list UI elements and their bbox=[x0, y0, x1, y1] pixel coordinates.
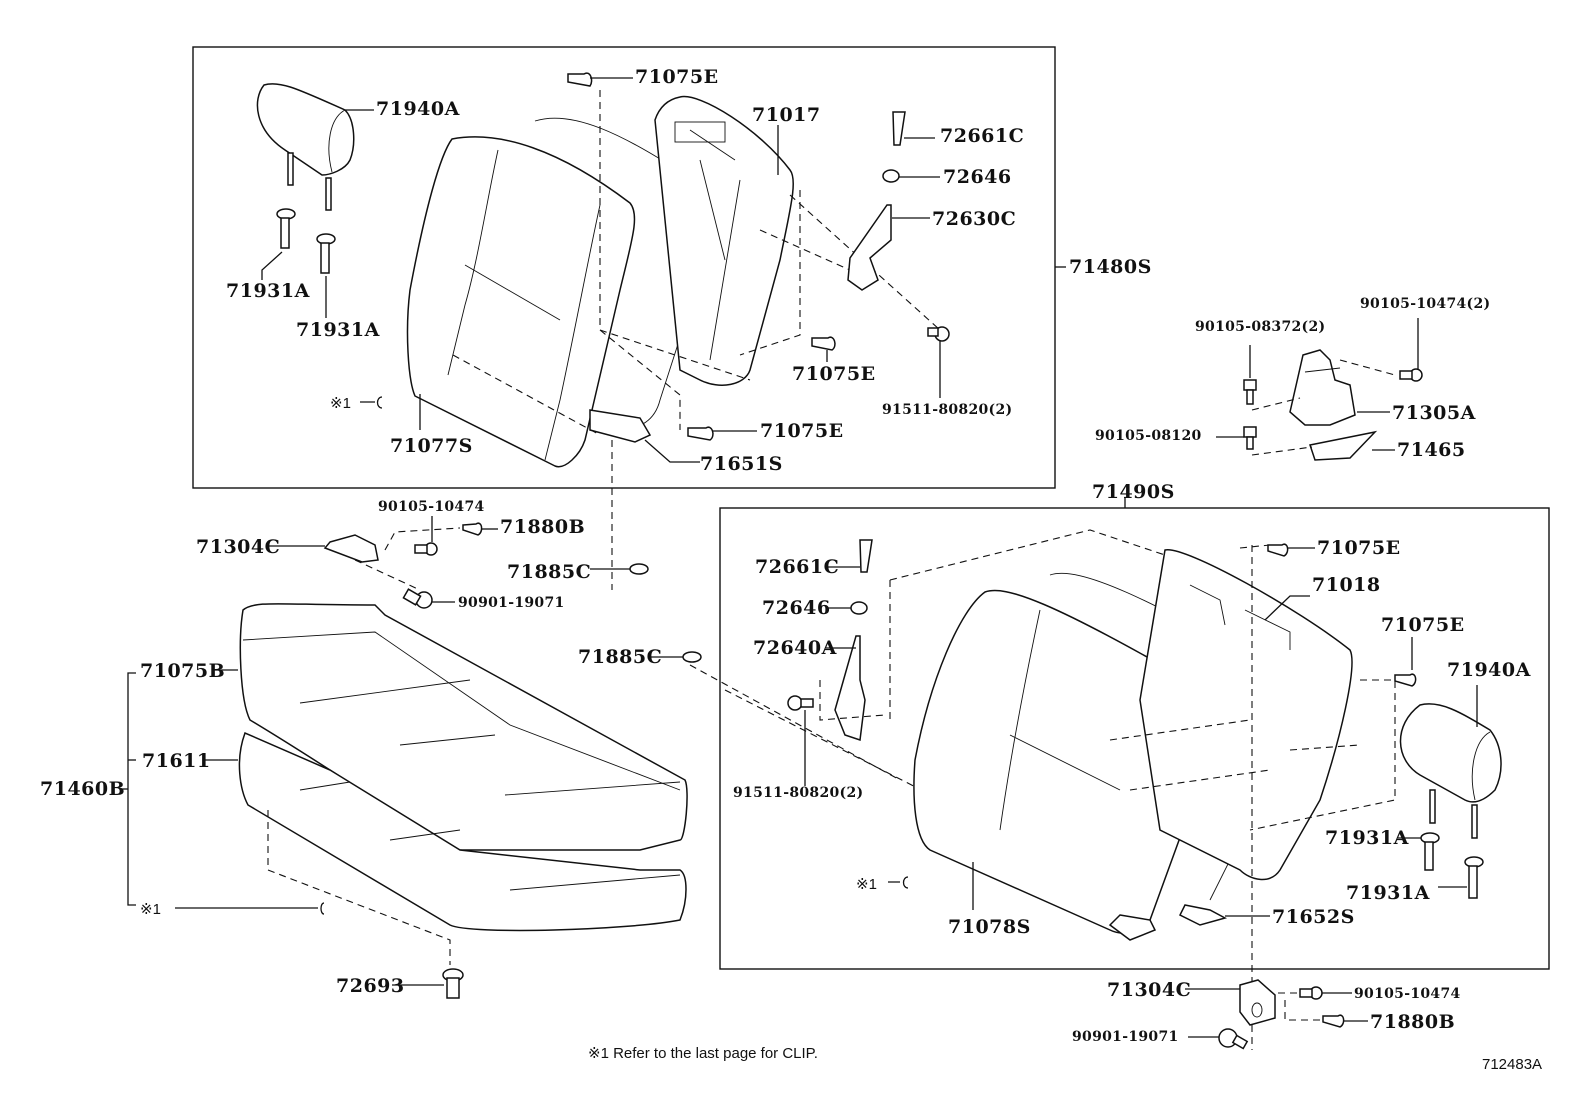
label-cushion-hook-b: 71885C bbox=[578, 646, 663, 668]
label-lower-screw-right: 71075E bbox=[1381, 614, 1465, 636]
hook-71885c-b bbox=[682, 651, 702, 663]
label-lower-support-a: 71931A bbox=[1325, 827, 1409, 849]
label-lower-headrest: 71940A bbox=[1447, 659, 1531, 681]
pad-71652s-left bbox=[1108, 914, 1157, 941]
bolt-90105-08120 bbox=[1243, 426, 1257, 450]
label-upper-support-b: 71931A bbox=[296, 319, 380, 341]
cushion-group-bracket bbox=[127, 672, 136, 906]
lock-72630c-upper bbox=[847, 204, 892, 291]
bolt-91511-lower bbox=[787, 695, 814, 711]
label-cushion-bolt-top: 90105-10474 bbox=[378, 499, 485, 515]
pad-71651s bbox=[589, 409, 652, 443]
bolt-90105-10474-lower bbox=[1299, 986, 1323, 1000]
label-cushion-bracket: 71304C bbox=[196, 536, 281, 558]
label-lower-screw-top: 71075E bbox=[1317, 537, 1401, 559]
label-lower-back-cover: 71078S bbox=[948, 916, 1031, 938]
headrest-support-lower-b bbox=[1464, 856, 1484, 899]
label-hinge-bolt-b: 90105-08372(2) bbox=[1195, 319, 1326, 335]
bolt-90901-19071-lower bbox=[1218, 1028, 1249, 1050]
label-hinge-bolt-a: 90105-10474(2) bbox=[1360, 296, 1491, 312]
label-upper-back-cover: 71077S bbox=[390, 435, 473, 457]
headrest-support-upper-a bbox=[276, 208, 296, 249]
label-upper-bezel: 72646 bbox=[943, 166, 1012, 188]
seatback-upper bbox=[406, 95, 795, 468]
label-hinge-bracket: 71305A bbox=[1392, 402, 1476, 424]
label-upper-headrest: 71940A bbox=[376, 98, 460, 120]
diagram-code: 712483A bbox=[1482, 1056, 1543, 1073]
bolt-91511-upper bbox=[927, 326, 950, 342]
label-upper-clip-note: ※1 bbox=[330, 395, 351, 412]
label-upper-support-a: 71931A bbox=[226, 280, 310, 302]
lower-seatback-frame-box bbox=[719, 507, 1550, 970]
headrest-lower bbox=[1399, 703, 1502, 839]
label-upper-knob: 72661C bbox=[940, 125, 1025, 147]
headrest-upper bbox=[256, 83, 355, 211]
bolt-90901-19071-cushion bbox=[402, 588, 433, 609]
label-bottom-bolt: 90105-10474 bbox=[1354, 986, 1461, 1002]
label-upper-pad: 71651S bbox=[700, 453, 783, 475]
label-cushion-hook-a: 71885C bbox=[507, 561, 592, 583]
screw-71075e-top bbox=[567, 72, 593, 87]
bracket-71304c-upper bbox=[323, 534, 379, 563]
knob-72661c-upper bbox=[892, 111, 906, 146]
label-upper-screw-top: 71075E bbox=[635, 66, 719, 88]
bolt-90105-08372 bbox=[1243, 379, 1257, 405]
clip-71880b-upper bbox=[462, 522, 483, 536]
label-upper-screw-bottom: 71075E bbox=[760, 420, 844, 442]
bolt-90105-10474-hinge bbox=[1399, 368, 1423, 382]
label-lower-clip-note: ※1 bbox=[856, 876, 877, 893]
label-upper-bolt: 91511-80820(2) bbox=[882, 402, 1013, 418]
pad-71652s bbox=[1178, 904, 1228, 926]
lock-72640a-lower bbox=[834, 635, 866, 742]
bolt-90105-10474-cushion bbox=[414, 542, 438, 556]
stopper-72693 bbox=[442, 968, 464, 999]
label-lower-lock: 72640A bbox=[753, 637, 837, 659]
label-upper-group: 71480S bbox=[1069, 256, 1152, 278]
label-cushion-pad: 71611 bbox=[142, 750, 211, 772]
label-cushion-stopper: 72693 bbox=[336, 975, 405, 997]
label-bottom-bolt-side: 90901-19071 bbox=[1072, 1029, 1179, 1045]
label-cushion-clip-top: 71880B bbox=[500, 516, 586, 538]
screw-71075e-mid bbox=[811, 336, 836, 351]
label-hinge-bolt-c: 90105-08120 bbox=[1095, 428, 1202, 444]
bezel-72646-upper bbox=[882, 169, 900, 183]
screw-71075e-lower-top bbox=[1267, 543, 1289, 557]
label-lower-bolt: 91511-80820(2) bbox=[733, 785, 864, 801]
label-cushion-cover: 71075B bbox=[140, 660, 226, 682]
screw-71075e-bottom bbox=[687, 426, 714, 441]
label-lower-frame: 71018 bbox=[1312, 574, 1381, 596]
headrest-support-upper-b bbox=[316, 233, 336, 274]
label-lower-pad: 71652S bbox=[1272, 906, 1355, 928]
label-lower-group: 71490S bbox=[1092, 481, 1175, 503]
label-lower-support-b: 71931A bbox=[1346, 882, 1430, 904]
label-bottom-clip: 71880B bbox=[1370, 1011, 1456, 1033]
seatback-lower bbox=[913, 549, 1353, 934]
cover-71465 bbox=[1309, 430, 1378, 461]
hook-71885c-a bbox=[629, 563, 649, 575]
label-bottom-bracket: 71304C bbox=[1107, 979, 1192, 1001]
label-cushion-bolt-side: 90901-19071 bbox=[458, 595, 565, 611]
label-cushion-group: 71460B bbox=[40, 778, 126, 800]
bracket-71305a bbox=[1289, 349, 1356, 426]
bracket-71304c-lower bbox=[1239, 979, 1276, 1026]
screw-71075e-lower-right bbox=[1394, 673, 1417, 687]
label-hinge-cover: 71465 bbox=[1397, 439, 1466, 461]
clip-71880b-lower bbox=[1322, 1014, 1345, 1028]
label-upper-lock: 72630C bbox=[932, 208, 1017, 230]
label-lower-knob: 72661C bbox=[755, 556, 840, 578]
label-upper-frame: 71017 bbox=[752, 104, 821, 126]
label-upper-screw-mid: 71075E bbox=[792, 363, 876, 385]
seat-cushion-pad bbox=[238, 731, 687, 932]
knob-72661c-lower bbox=[859, 539, 873, 573]
headrest-support-lower-a bbox=[1420, 832, 1440, 871]
label-cushion-clip-note: ※1 bbox=[140, 901, 161, 918]
label-lower-bezel: 72646 bbox=[762, 597, 831, 619]
footnote: ※1 Refer to the last page for CLIP. bbox=[588, 1045, 818, 1062]
bezel-72646-lower bbox=[850, 601, 868, 615]
